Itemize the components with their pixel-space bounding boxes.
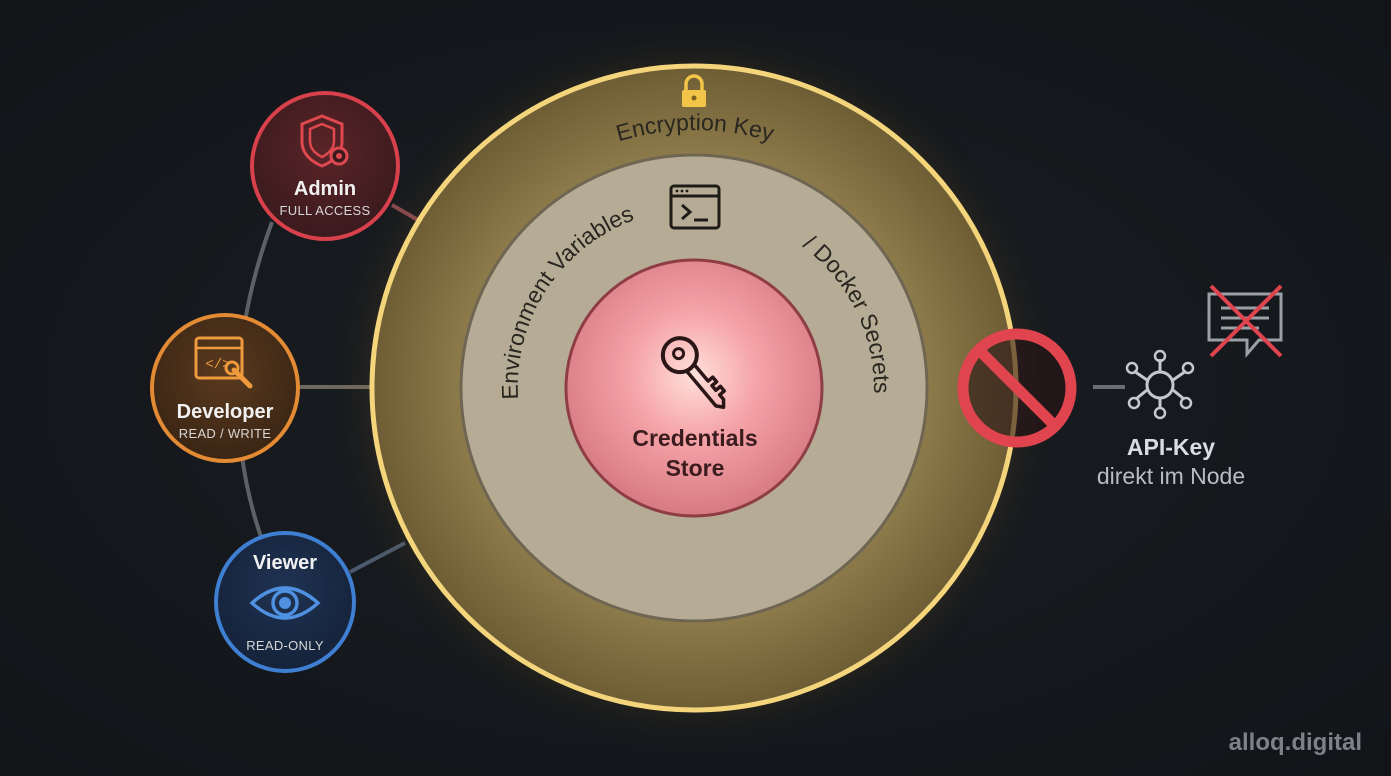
role-admin[interactable]: Admin FULL ACCESS (250, 91, 400, 241)
brand-watermark: alloq.digital (1229, 729, 1362, 756)
api-key-title: API-Key (1127, 434, 1215, 460)
terminal-icon (669, 184, 721, 230)
credentials-store-core: Credentials Store (564, 258, 824, 518)
svg-text:</>: </> (205, 357, 230, 373)
blocked-api-key: API-Key direkt im Node (957, 284, 1283, 489)
admin-subtitle: FULL ACCESS (280, 203, 371, 218)
store-label: Store (666, 455, 725, 481)
role-developer[interactable]: </> Developer READ / WRITE (150, 313, 300, 463)
credentials-label: Credentials (632, 425, 757, 451)
lock-icon (682, 74, 706, 107)
viewer-subtitle: READ-ONLY (246, 638, 324, 653)
crossed-chat-icon (1207, 284, 1283, 359)
viewer-title: Viewer (253, 552, 317, 574)
shield-gear-icon (300, 114, 349, 168)
developer-subtitle: READ / WRITE (179, 426, 271, 441)
role-viewer[interactable]: Viewer READ-ONLY (214, 531, 356, 673)
admin-title: Admin (294, 178, 356, 200)
credentials-core-circle (564, 258, 824, 518)
developer-title: Developer (177, 401, 274, 423)
developer-circle (150, 313, 300, 463)
network-node-icon (1125, 349, 1195, 420)
key-icon (660, 336, 727, 409)
prohibited-icon (957, 328, 1077, 448)
api-key-subtitle: direkt im Node (1097, 463, 1245, 489)
eye-icon (249, 586, 321, 620)
code-window-wrench-icon: </> (194, 336, 253, 389)
